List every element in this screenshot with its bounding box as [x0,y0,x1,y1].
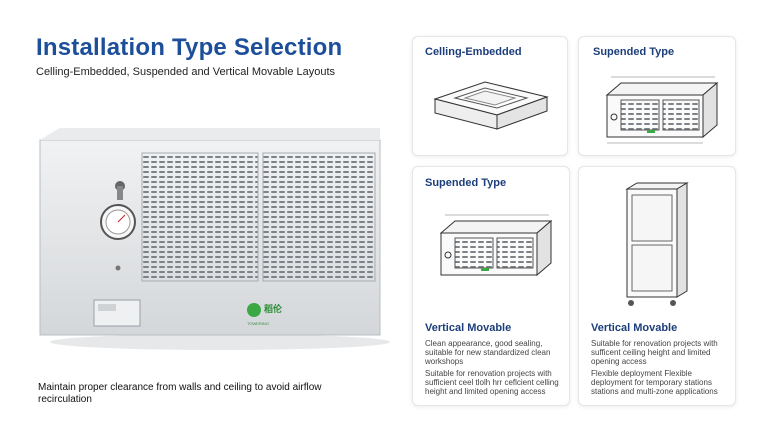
card-title: Vertical Movable [591,322,678,334]
card-vertical-movable[interactable]: Vertical Movable Suitable for renovation… [578,166,736,406]
card-ceiling-embedded[interactable]: Celling-Embedded [412,36,568,156]
page-subtitle: Celling-Embedded, Suspended and Vertical… [36,66,336,78]
card-suspended-type[interactable]: Supended Type [578,36,736,156]
card-subtitle: Vertical Movable [425,322,512,334]
ceiling-embedded-sketch [425,77,555,137]
card-title: Supended Type [593,46,675,58]
card-title: Supended Type [425,177,507,189]
svg-text:稻伦: 稻伦 [264,303,283,314]
page-title: Installation Type Selection [36,34,343,61]
svg-text:TOWERING: TOWERING [247,321,269,326]
card-description: Suitable for renovation projects with su… [591,339,718,396]
vertical-cabinet-sketch [617,181,697,306]
card-description: Clean appearance, good sealing, suitable… [425,339,559,396]
hero-product-image: 稻伦 TOWERING [39,128,390,350]
card-suspended-vertical[interactable]: Supended Type Vertical Movable Clean app… [412,166,570,406]
card-title: Celling-Embedded [425,46,522,58]
suspended-unit-sketch [587,67,727,147]
clearance-note: Maintain proper clearance from walls and… [38,382,322,405]
brand-logo: 稻伦 TOWERING [247,303,283,326]
suspended-unit-sketch [421,205,561,285]
